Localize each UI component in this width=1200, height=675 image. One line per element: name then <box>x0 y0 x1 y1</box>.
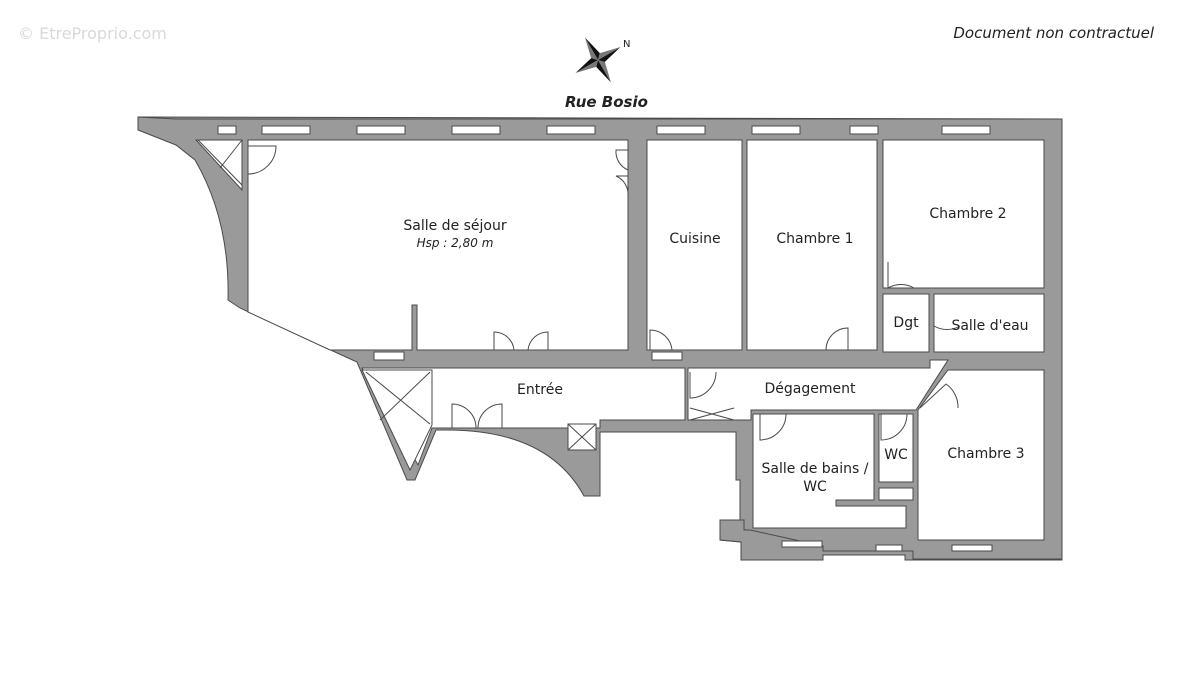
street-name: Rue Bosio <box>565 93 648 111</box>
floor-bains <box>752 413 907 529</box>
floor-shaft <box>878 487 914 501</box>
floor-chambre2 <box>882 139 1045 289</box>
room-label-entree: Entrée <box>517 382 563 398</box>
floor-stair-closet <box>361 369 433 472</box>
room-name-sejour: Salle de séjour <box>403 218 507 234</box>
room-label-wc: WC <box>884 447 908 463</box>
room-label-chambre1: Chambre 1 <box>776 231 854 247</box>
floor-degagement <box>687 359 949 421</box>
floor-salle-eau <box>933 293 1045 353</box>
room-label-cuisine: Cuisine <box>669 231 721 247</box>
floor-entree <box>361 367 686 467</box>
doors <box>247 145 961 441</box>
room-label-sejour: Salle de séjour Hsp : 2,80 m <box>370 218 540 251</box>
floor-chambre3 <box>917 369 1045 541</box>
room-label-chambre2: Chambre 2 <box>929 206 1007 222</box>
disclaimer-text: Document non contractuel <box>953 24 1154 42</box>
compass-rose-icon <box>575 37 621 83</box>
windows <box>217 125 993 552</box>
closet-marks <box>197 139 735 451</box>
floor-wc <box>878 413 914 483</box>
floor-chambre1 <box>746 139 878 351</box>
floor-cuisine <box>646 139 743 351</box>
room-name-bains-line2: WC <box>803 478 827 495</box>
room-floors <box>194 139 1045 541</box>
room-label-chambre3: Chambre 3 <box>947 446 1025 462</box>
room-label-bains: Salle de bains / WC <box>755 461 875 496</box>
room-height-sejour: Hsp : 2,80 m <box>416 235 494 250</box>
floor-closet <box>194 139 243 192</box>
room-label-dgt: Dgt <box>893 315 919 331</box>
watermark: © EtreProprio.com <box>18 24 167 43</box>
room-label-salle-eau: Salle d'eau <box>951 318 1029 334</box>
room-label-degagement: Dégagement <box>764 381 856 397</box>
room-name-bains-line1: Salle de bains / <box>761 461 869 477</box>
floor-dgt <box>882 293 930 353</box>
compass-north-label: N <box>623 39 630 50</box>
floor-sejour <box>247 139 629 351</box>
